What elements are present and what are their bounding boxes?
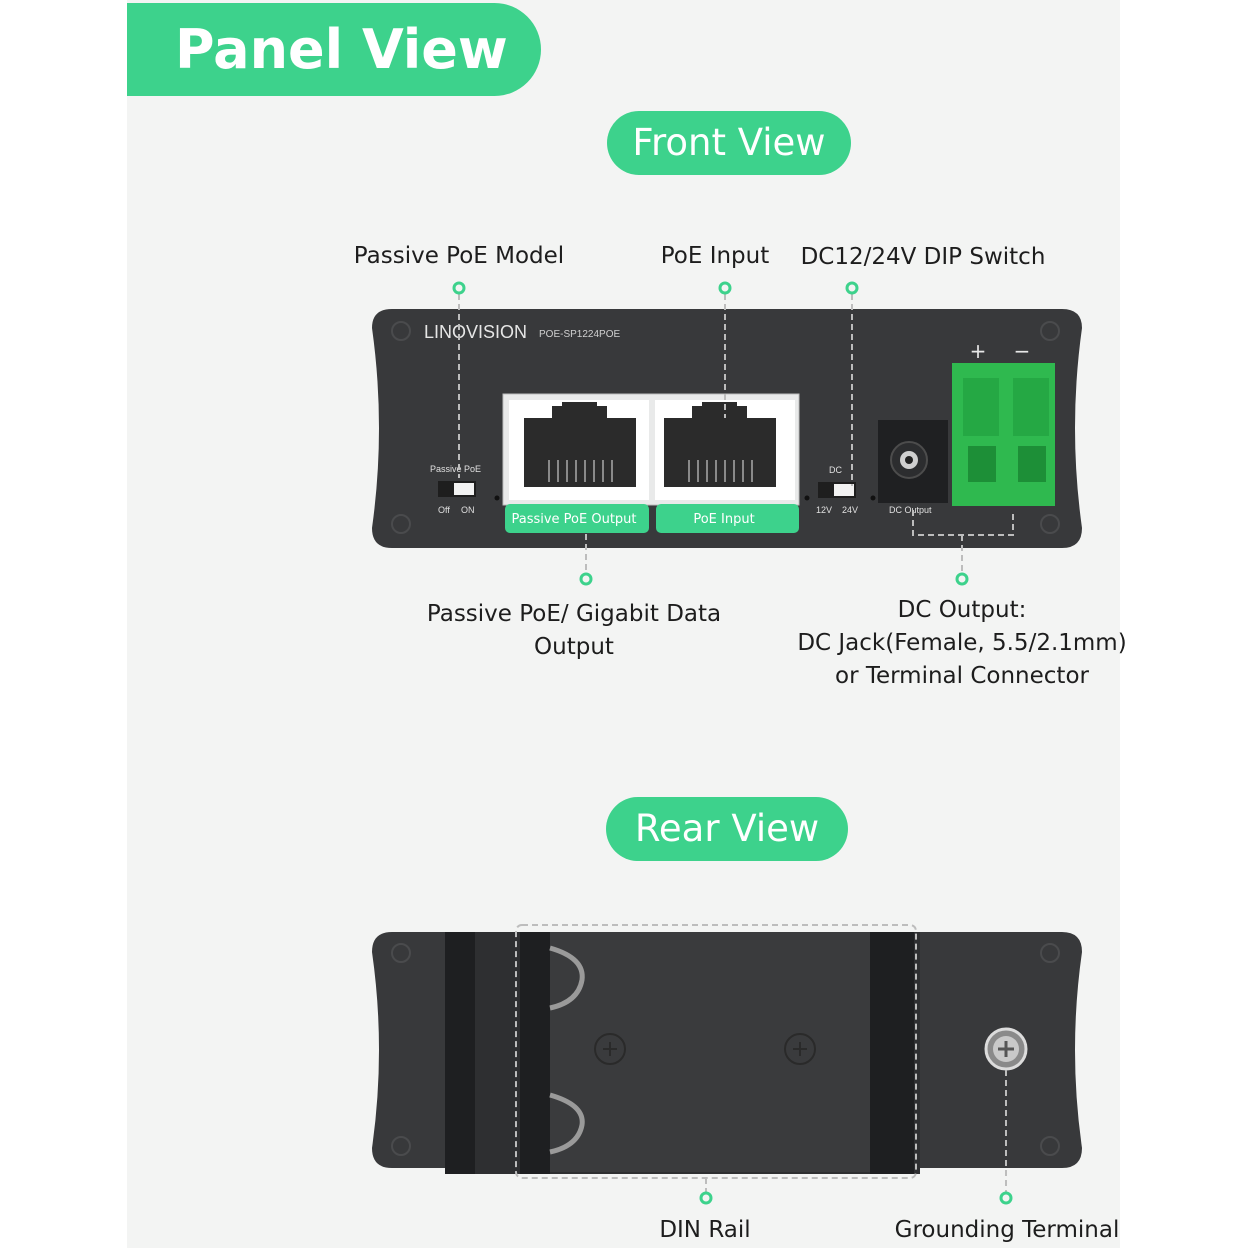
led-indicator-left xyxy=(494,495,500,501)
terminal-minus-label: − xyxy=(1014,339,1031,363)
led-indicator-dc xyxy=(870,495,876,501)
callout-passive-poe-model: Passive PoE Model xyxy=(353,243,565,269)
dc-output-label: DC Output xyxy=(889,505,932,515)
rj45-port-passive-poe-output[interactable] xyxy=(509,400,649,500)
brand-logo: LINOVISION xyxy=(424,322,527,342)
volt-12-label: 12V xyxy=(816,505,832,515)
callout-data-output-line2: Output xyxy=(534,634,614,660)
callout-dc-output-line2: DC Jack(Female, 5.5/2.1mm) xyxy=(797,630,1127,656)
port1-label-bg xyxy=(505,504,649,533)
port1-label: Passive PoE Output xyxy=(511,512,636,527)
front-callout-dots xyxy=(452,281,969,586)
dc-switch-label: DC xyxy=(829,465,842,475)
callout-dc-output-line1: DC Output: xyxy=(897,597,1027,623)
callout-poe-input: PoE Input xyxy=(660,243,770,269)
dc-voltage-switch-knob[interactable] xyxy=(834,484,854,496)
led-indicator-right xyxy=(804,495,810,501)
switch-off-label: Off xyxy=(438,505,450,515)
rear-view-heading: Rear View xyxy=(606,797,848,861)
model-number: POE-SP1224POE xyxy=(539,329,620,340)
terminal-plus-label: + xyxy=(970,339,987,363)
callout-data-output-line1: Passive PoE/ Gigabit Data xyxy=(426,601,722,627)
callout-grounding-terminal: Grounding Terminal xyxy=(894,1217,1120,1243)
front-leader-lines xyxy=(458,294,1014,572)
callout-din-rail: DIN Rail xyxy=(659,1217,751,1243)
callout-dc-output-line3: or Terminal Connector xyxy=(835,663,1089,689)
passive-poe-switch-knob[interactable] xyxy=(454,483,474,495)
callout-dip-switch: DC12/24V DIP Switch xyxy=(800,244,1046,270)
switch-label: Passive PoE xyxy=(430,464,481,474)
front-corner-screws xyxy=(391,321,1060,534)
front-view-heading: Front View xyxy=(607,111,851,175)
port2-label-bg xyxy=(656,504,799,533)
panel-view-banner: Panel View xyxy=(127,3,541,96)
rj45-port-poe-input[interactable] xyxy=(655,400,795,500)
volt-24-label: 24V xyxy=(842,505,858,515)
port2-label: PoE Input xyxy=(693,512,754,527)
dc-jack[interactable] xyxy=(878,420,948,503)
switch-on-label: ON xyxy=(461,505,475,515)
terminal-connector[interactable] xyxy=(952,363,1055,506)
